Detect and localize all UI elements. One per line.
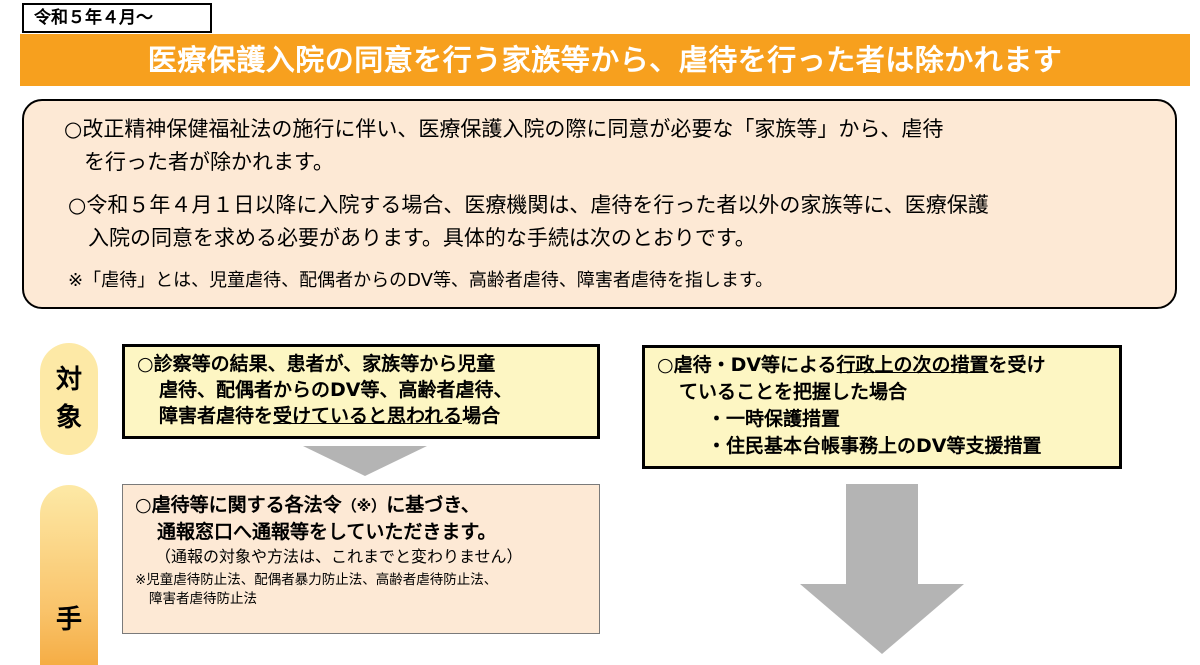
down-arrow-large-head [800, 584, 964, 654]
summary-paragraph-1-line-1: ○改正精神保健福祉法の施行に伴い、医療保護入院の際に同意が必要な「家族等」から、… [64, 117, 944, 141]
right-box-underlined-text: 行政上の次の措置 [836, 354, 989, 376]
procedure-line-1-start: ○虐待等に関する各法令 [135, 494, 342, 516]
target-box-line-3: 障害者虐待を受けていると思われる場合 [137, 403, 587, 429]
right-box-line-1-end: を受け [988, 354, 1046, 376]
right-box-line-1-start: ○虐待・DV等による [657, 354, 837, 376]
right-box-line-1: ○虐待・DV等による行政上の次の措置を受け [657, 354, 1046, 376]
target-box-line-1: ○診察等の結果、患者が、家族等から児童 [137, 353, 496, 375]
procedure-line-1-end: に基づき、 [386, 494, 480, 516]
procedure-footnote: ※児童虐待防止法、配偶者暴力防止法、高齢者虐待防止法、 障害者虐待防止法 [135, 571, 589, 609]
right-box-bullet-2: ・住民基本台帳事務上のDV等支援措置 [707, 435, 1042, 457]
target-box-line-3-start: 障害者虐待を [159, 405, 274, 427]
page-title: 医療保護入院の同意を行う家族等から、虐待を行った者は除かれます [20, 34, 1190, 86]
procedure-box: ○虐待等に関する各法令（※）に基づき、 通報窓口へ通報等をしていただきます。 （… [122, 484, 600, 634]
administrative-measures-box: ○虐待・DV等による行政上の次の措置を受け ていることを把握した場合 ・一時保護… [642, 345, 1122, 469]
down-arrow-small [303, 446, 427, 476]
procedure-main-text: ○虐待等に関する各法令（※）に基づき、 通報窓口へ通報等をしていただきます。 [135, 492, 589, 545]
procedure-note-mark: （※） [341, 497, 387, 515]
summary-paragraph-2: ○令和５年４月１日以降に入院する場合、医療機関は、虐待を行った者以外の家族等に、… [68, 189, 1168, 255]
procedure-footnote-line-2: 障害者虐待防止法 [149, 591, 257, 607]
summary-paragraph-1: ○改正精神保健福祉法の施行に伴い、医療保護入院の際に同意が必要な「家族等」から、… [64, 113, 1164, 179]
procedure-label-char-1: 手 [55, 605, 82, 635]
summary-paragraph-2-line-1: ○令和５年４月１日以降に入院する場合、医療機関は、虐待を行った者以外の家族等に、… [68, 193, 989, 217]
procedure-label: 手 [40, 485, 98, 665]
right-box-bullet-1: ・一時保護措置 [707, 408, 841, 430]
target-label-char-2: 象 [55, 403, 82, 433]
down-arrow-large-shaft [846, 484, 918, 584]
target-label-char-1: 対 [55, 365, 82, 395]
date-tag: 令和５年４月～ [22, 3, 212, 33]
summary-paragraph-1-line-2: を行った者が除かれます。 [84, 150, 334, 174]
procedure-footnote-line-1: ※児童虐待防止法、配偶者暴力防止法、高齢者虐待防止法、 [135, 572, 498, 588]
procedure-line-2: 通報窓口へ通報等をしていただきます。 [157, 521, 497, 543]
summary-paragraph-2-line-2: 入院の同意を求める必要があります。具体的な手続は次のとおりです。 [88, 226, 756, 250]
summary-box: ○改正精神保健福祉法の施行に伴い、医療保護入院の際に同意が必要な「家族等」から、… [22, 99, 1177, 309]
target-box-line-3-end: 場合 [462, 405, 501, 427]
target-box-underlined-text: 受けていると思われる [273, 405, 463, 427]
target-box-line-2: 虐待、配偶者からのDV等、高齢者虐待、 [159, 379, 513, 401]
procedure-sub-text: （通報の対象や方法は、これまでと変わりません） [155, 547, 523, 566]
summary-note: ※「虐待」とは、児童虐待、配偶者からのDV等、高齢者虐待、障害者虐待を指します。 [68, 270, 774, 291]
right-box-line-2: ていることを把握した場合 [679, 381, 908, 403]
target-box: ○診察等の結果、患者が、家族等から児童 虐待、配偶者からのDV等、高齢者虐待、 … [122, 344, 600, 439]
target-label: 対 象 [40, 343, 98, 455]
